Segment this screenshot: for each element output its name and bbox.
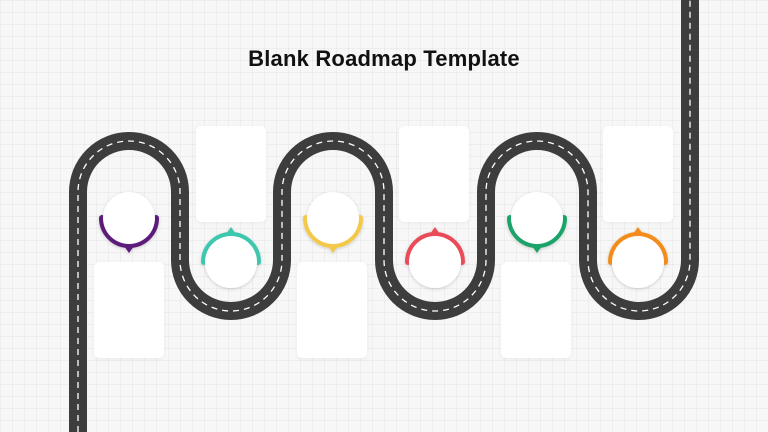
milestone-pointer-1	[124, 246, 134, 253]
milestone-marker-3	[303, 192, 363, 253]
milestone-pointer-2	[226, 227, 236, 234]
milestone-ring-6	[608, 232, 668, 265]
milestone-ring-5	[507, 215, 567, 248]
milestone-pointer-4	[430, 227, 440, 234]
milestone-marker-4	[405, 227, 465, 288]
milestone-marker-1	[99, 192, 159, 253]
milestone-marker-6	[608, 227, 668, 288]
milestone-ring-1	[99, 215, 159, 248]
milestone-1-card	[94, 262, 164, 358]
milestone-circle-1	[103, 192, 155, 244]
milestone-5-card	[501, 262, 571, 358]
milestone-pointer-3	[328, 246, 338, 253]
milestone-6-card	[603, 126, 673, 222]
milestone-circle-2	[205, 236, 257, 288]
milestone-2-card	[196, 126, 266, 222]
page-title: Blank Roadmap Template	[248, 46, 520, 71]
milestone-ring-4	[405, 232, 465, 265]
milestone-circle-6	[612, 236, 664, 288]
milestone-3-card	[297, 262, 367, 358]
milestone-4-card	[399, 126, 469, 222]
milestone-circle-4	[409, 236, 461, 288]
milestone-ring-2	[201, 232, 261, 265]
milestone-circle-3	[307, 192, 359, 244]
milestone-circle-5	[511, 192, 563, 244]
milestone-ring-3	[303, 215, 363, 248]
milestone-marker-5	[507, 192, 567, 253]
milestone-marker-2	[201, 227, 261, 288]
winding-road	[69, 0, 699, 432]
milestone-pointer-6	[633, 227, 643, 234]
milestone-pointer-5	[532, 246, 542, 253]
